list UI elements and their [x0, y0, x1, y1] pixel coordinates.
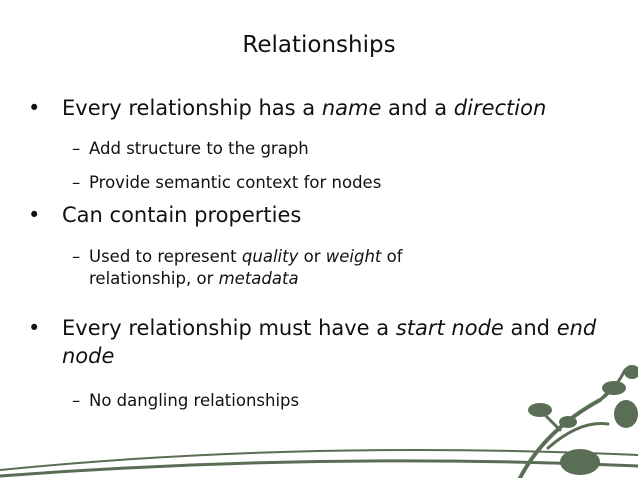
bullet-text: Every relationship has a name and a dire… — [28, 94, 598, 122]
emphasis-run: metadata — [218, 269, 299, 288]
decor-line — [538, 408, 562, 432]
bullet-item: • Every relationship has a name and a di… — [28, 94, 598, 122]
text-run: Used to represent — [89, 247, 242, 266]
sub-bullet-text: Used to represent quality or weight of r… — [72, 246, 492, 290]
sub-bullet-text: Provide semantic context for nodes — [89, 173, 382, 192]
decor-line — [598, 386, 614, 402]
bullet-icon: • — [28, 96, 41, 120]
dash-icon: – — [72, 139, 81, 158]
decor-node — [614, 400, 638, 428]
dash-icon: – — [72, 391, 81, 410]
decor-node — [624, 365, 638, 379]
text-run: Every relationship must have a — [62, 316, 396, 340]
sub-bullet-text: Add structure to the graph — [89, 139, 309, 158]
dash-icon: – — [72, 247, 81, 266]
bullet-item: • Can contain properties — [28, 201, 598, 229]
emphasis-run: name — [321, 96, 382, 120]
bullet-text: Every relationship must have a start nod… — [28, 314, 598, 370]
bullet-text: Can contain properties — [62, 203, 302, 227]
bullet-icon: • — [28, 316, 41, 340]
sub-bullet-item: – Add structure to the graph — [72, 138, 592, 160]
sub-bullet-item: – Used to represent quality or weight of… — [72, 246, 492, 290]
decor-line — [598, 368, 627, 402]
decor-node — [560, 449, 600, 475]
emphasis-run: direction — [453, 96, 547, 120]
decor-node — [559, 416, 577, 428]
dash-icon: – — [72, 173, 81, 192]
sub-bullet-item: – No dangling relationships — [72, 390, 592, 412]
emphasis-run: quality — [241, 247, 299, 266]
decor-line — [0, 459, 638, 478]
text-run: of relationship, or — [89, 247, 403, 288]
text-run: or — [298, 247, 326, 266]
text-run: and a — [381, 96, 454, 120]
emphasis-run: start node — [395, 316, 504, 340]
emphasis-run: weight — [325, 247, 382, 266]
bullet-item: • Every relationship must have a start n… — [28, 314, 598, 370]
sub-bullet-item: – Provide semantic context for nodes — [72, 172, 592, 194]
emphasis-run: end node — [62, 316, 597, 368]
sub-bullet-text: No dangling relationships — [89, 391, 300, 410]
decor-node — [602, 381, 626, 395]
text-run: and — [503, 316, 557, 340]
decor-line — [546, 422, 610, 450]
text-run: Every relationship has a — [62, 96, 322, 120]
slide-title: Relationships — [242, 32, 396, 58]
bullet-icon: • — [28, 203, 41, 227]
decor-line — [0, 449, 638, 471]
